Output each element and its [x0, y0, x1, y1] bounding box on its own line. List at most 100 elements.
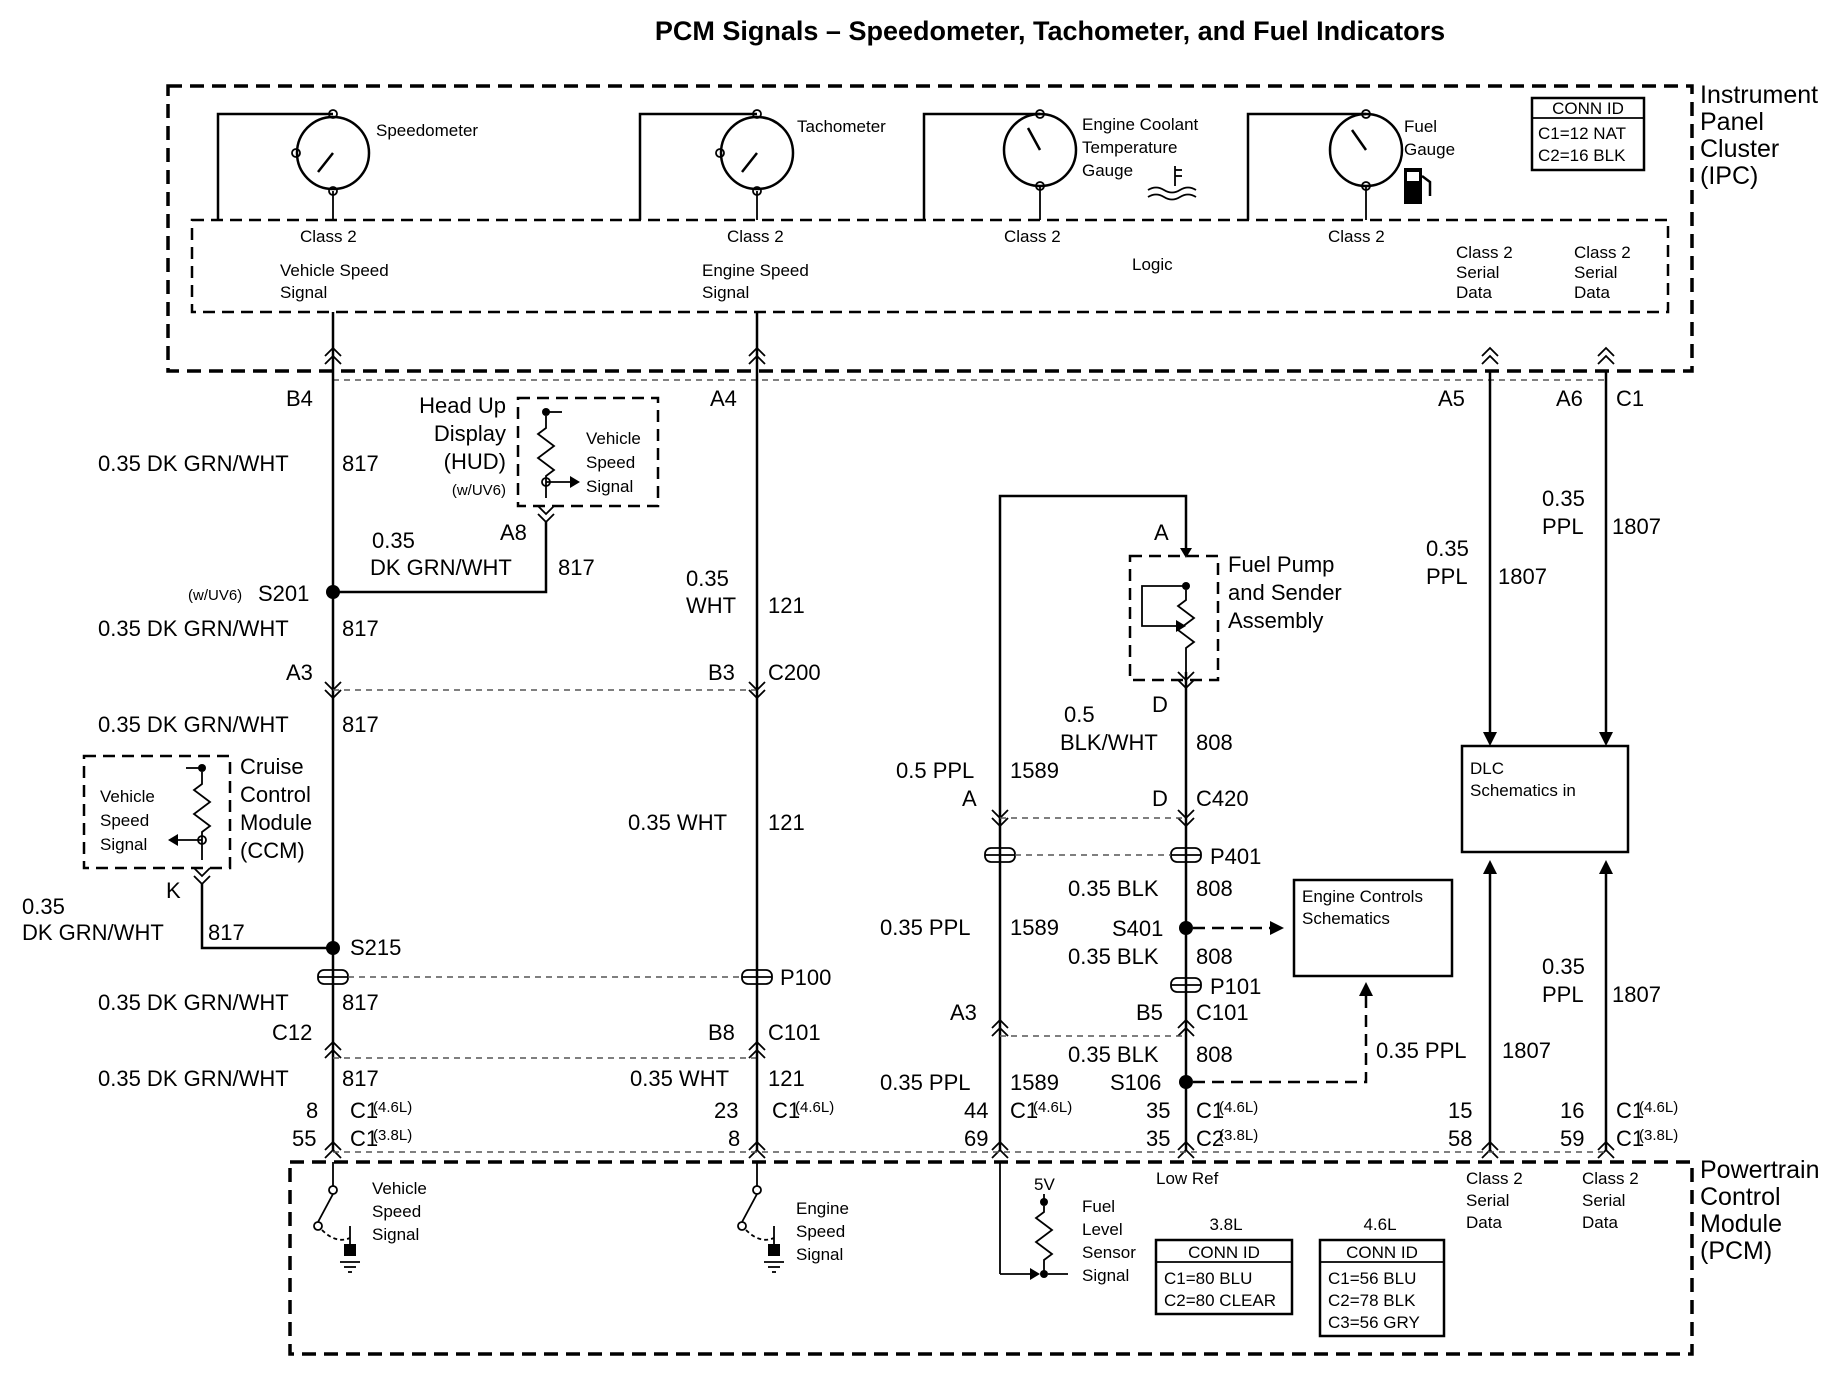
svg-text:Signal: Signal: [280, 283, 327, 302]
svg-text:23: 23: [714, 1098, 738, 1123]
svg-text:808: 808: [1196, 944, 1233, 969]
engine-controls-box[interactable]: Engine Controls Schematics: [1292, 878, 1454, 978]
svg-text:0.5 PPL: 0.5 PPL: [896, 758, 974, 783]
svg-text:Speed: Speed: [372, 1202, 421, 1221]
svg-text:S215: S215: [350, 935, 401, 960]
svg-text:121: 121: [768, 593, 805, 618]
svg-text:Schematics in: Schematics in: [1470, 781, 1576, 800]
svg-text:Module: Module: [1700, 1210, 1782, 1238]
hud-module: [516, 396, 660, 524]
arrow-icon: [1270, 921, 1284, 935]
svg-text:Vehicle: Vehicle: [100, 787, 155, 806]
svg-text:817: 817: [342, 1066, 379, 1091]
pcm-ess-switch-icon: [737, 1162, 784, 1273]
speedometer-label: Speedometer: [376, 121, 478, 140]
svg-text:Signal: Signal: [796, 1245, 843, 1264]
diagram-title: PCM Signals – Speedometer, Tachometer, a…: [655, 16, 1445, 46]
splice-s401: [1179, 921, 1193, 935]
svg-text:S401: S401: [1112, 916, 1163, 941]
svg-text:(4.6L): (4.6L): [795, 1099, 834, 1116]
svg-text:Class 2: Class 2: [1456, 243, 1513, 262]
svg-text:817: 817: [342, 616, 379, 641]
svg-text:Class 2: Class 2: [1574, 243, 1631, 262]
fuel-pump-sender: [1128, 548, 1220, 690]
svg-text:55: 55: [292, 1126, 316, 1151]
svg-text:817: 817: [558, 555, 595, 580]
svg-text:C420: C420: [1196, 786, 1249, 811]
pcm-vss-switch-icon: [313, 1162, 360, 1273]
svg-text:44: 44: [964, 1098, 988, 1123]
svg-text:1807: 1807: [1612, 514, 1661, 539]
svg-text:Vehicle: Vehicle: [586, 429, 641, 448]
svg-text:B8: B8: [708, 1020, 735, 1045]
fuel-pump-icon: [1404, 168, 1432, 204]
svg-text:0.35 DK GRN/WHT: 0.35 DK GRN/WHT: [98, 451, 289, 476]
svg-text:Schematics: Schematics: [1302, 909, 1390, 928]
svg-text:Control: Control: [240, 782, 311, 807]
speedometer-gauge-icon: [216, 109, 371, 220]
pcm-label: Powertrain: [1700, 1156, 1820, 1184]
svg-text:Data: Data: [1582, 1213, 1618, 1232]
svg-text:C3=56 GRY: C3=56 GRY: [1328, 1313, 1420, 1332]
svg-text:0.35 BLK: 0.35 BLK: [1068, 1042, 1159, 1067]
svg-text:A5: A5: [1438, 386, 1465, 411]
svg-text:(3.8L): (3.8L): [373, 1127, 412, 1144]
svg-text:CONN ID: CONN ID: [1346, 1243, 1418, 1262]
svg-text:(w/UV6): (w/UV6): [452, 482, 506, 499]
svg-text:0.35: 0.35: [1426, 536, 1469, 561]
svg-text:C101: C101: [768, 1020, 821, 1045]
svg-text:(3.8L): (3.8L): [1219, 1127, 1258, 1144]
dlc-box[interactable]: DLC Schematics in: [1460, 744, 1630, 854]
pass-through-p101: [1170, 977, 1202, 993]
connector-c101-chevrons: [324, 1040, 766, 1059]
pcm-module: [288, 1160, 1694, 1356]
svg-text:Gauge: Gauge: [1404, 140, 1455, 159]
svg-text:D: D: [1152, 786, 1168, 811]
tachometer-label: Tachometer: [797, 117, 886, 136]
svg-text:K: K: [166, 878, 181, 903]
svg-text:Panel: Panel: [1700, 108, 1764, 136]
svg-text:(HUD): (HUD): [444, 449, 506, 474]
svg-text:Signal: Signal: [372, 1225, 419, 1244]
svg-text:(IPC): (IPC): [1700, 162, 1758, 190]
svg-text:P101: P101: [1210, 974, 1261, 999]
svg-text:Vehicle: Vehicle: [372, 1179, 427, 1198]
pcm-low-ref-label: Low Ref: [1156, 1169, 1219, 1188]
svg-text:16: 16: [1560, 1098, 1584, 1123]
svg-text:C1: C1: [1616, 1126, 1644, 1151]
svg-text:DLC: DLC: [1470, 759, 1504, 778]
hud-label: Head Up: [419, 393, 506, 418]
svg-text:121: 121: [768, 810, 805, 835]
svg-text:121: 121: [768, 1066, 805, 1091]
svg-text:P100: P100: [780, 965, 831, 990]
pcm-conn-id-4.6L-box: CONN ID C1=56 BLU C2=78 BLK C3=56 GRY: [1318, 1238, 1446, 1338]
svg-text:C1: C1: [1010, 1098, 1038, 1123]
svg-text:0.35 BLK: 0.35 BLK: [1068, 876, 1159, 901]
svg-text:Module: Module: [240, 810, 312, 835]
svg-text:5V: 5V: [1034, 1175, 1055, 1194]
svg-text:817: 817: [342, 990, 379, 1015]
svg-text:1807: 1807: [1502, 1038, 1551, 1063]
svg-text:817: 817: [342, 451, 379, 476]
fuel-gauge-label: Fuel: [1404, 117, 1437, 136]
svg-text:35: 35: [1146, 1098, 1170, 1123]
pcm-conn-id-3.8L-box: CONN ID C1=80 BLU C2=80 CLEAR: [1154, 1238, 1294, 1316]
ipc-vss-label: Vehicle Speed: [280, 261, 389, 280]
svg-text:808: 808: [1196, 876, 1233, 901]
svg-text:0.35 PPL: 0.35 PPL: [1376, 1038, 1467, 1063]
svg-text:817: 817: [208, 920, 245, 945]
svg-text:Control: Control: [1700, 1183, 1781, 1211]
fuel-level-wires: [998, 494, 1188, 1150]
svg-text:B3: B3: [708, 660, 735, 685]
svg-text:A3: A3: [950, 1000, 977, 1025]
svg-text:Serial: Serial: [1574, 263, 1617, 282]
svg-text:Level: Level: [1082, 1220, 1123, 1239]
svg-text:0.35 DK GRN/WHT: 0.35 DK GRN/WHT: [98, 616, 289, 641]
svg-text:Assembly: Assembly: [1228, 608, 1323, 633]
svg-text:(CCM): (CCM): [240, 838, 305, 863]
ipc-module: Instrument Panel Cluster (IPC) Speedomet…: [166, 81, 1818, 373]
svg-text:PPL: PPL: [1426, 564, 1468, 589]
serial-data-wires: [1483, 370, 1613, 1150]
ipc-logic-label: Logic: [1132, 255, 1173, 274]
